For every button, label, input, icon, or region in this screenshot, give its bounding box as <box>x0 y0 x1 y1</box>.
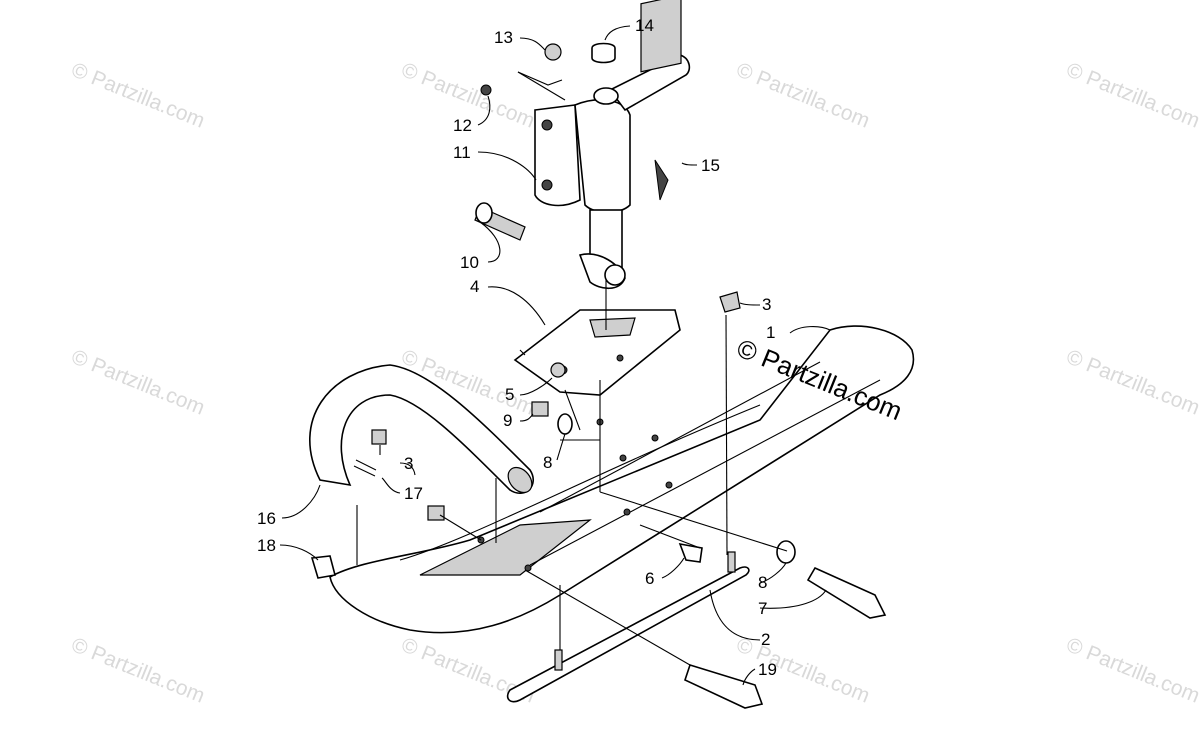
callout-8: 8 <box>758 573 767 592</box>
callout-7: 7 <box>758 599 767 618</box>
callout-4: 4 <box>470 277 479 296</box>
ski-handle-part <box>309 364 534 494</box>
spindle-end-part <box>578 253 626 290</box>
callout-15: 15 <box>701 156 720 175</box>
callout-13: 13 <box>494 28 513 47</box>
part-9 <box>531 401 549 417</box>
part-13 <box>544 43 562 61</box>
callout-2: 2 <box>761 630 770 649</box>
callout-14: 14 <box>635 16 654 35</box>
saddle-bracket-part <box>513 309 681 396</box>
leader-lines <box>356 71 788 666</box>
callout-18: 18 <box>257 536 276 555</box>
callout-6: 6 <box>645 569 654 588</box>
part-12 <box>480 84 492 96</box>
callout-19: 19 <box>758 660 777 679</box>
part-3-lower <box>427 505 445 521</box>
watermark: © Partzilla.com <box>68 58 208 132</box>
decal-part <box>640 0 682 201</box>
part-6 <box>678 542 703 563</box>
callout-1: 1 <box>766 323 775 342</box>
watermark: © Partzilla.com <box>1063 633 1200 707</box>
part-18 <box>310 555 336 579</box>
part-8-right <box>776 540 796 564</box>
part-19 <box>684 664 764 709</box>
watermark: © Partzilla.com <box>68 345 208 419</box>
callout-labels: 1 2 3 3 4 5 6 7 8 8 9 10 11 12 13 14 15 … <box>257 16 777 679</box>
hardware-parts <box>310 42 887 709</box>
part-8-top <box>557 413 573 435</box>
part-5 <box>550 362 566 378</box>
part-3-top <box>719 291 741 313</box>
bushing-part <box>474 202 526 241</box>
callout-9: 9 <box>503 411 512 430</box>
callout-3: 3 <box>762 295 771 314</box>
callout-17: 17 <box>404 484 423 503</box>
part-17 <box>353 459 377 477</box>
watermark: © Partzilla.com <box>1063 58 1200 132</box>
watermark: © Partzilla.com <box>68 633 208 707</box>
callout-16: 16 <box>257 509 276 528</box>
part-14 <box>591 42 616 64</box>
part-7 <box>806 566 887 619</box>
callout-12: 12 <box>453 116 472 135</box>
callout-10: 10 <box>460 253 479 272</box>
callout-5: 5 <box>505 385 514 404</box>
callout-11: 11 <box>453 143 471 162</box>
watermark: © Partzilla.com <box>733 58 873 132</box>
callout-3: 3 <box>404 454 413 473</box>
watermark-layer: © Partzilla.com © Partzilla.com © Partzi… <box>68 58 1200 707</box>
spindle-housing-part <box>534 54 691 281</box>
ski-part <box>329 325 915 634</box>
watermark: © Partzilla.com <box>1063 345 1200 419</box>
part-3-left <box>371 429 387 445</box>
wear-bar-part <box>506 551 750 703</box>
callout-8: 8 <box>543 453 552 472</box>
callout-leaders <box>279 25 831 686</box>
